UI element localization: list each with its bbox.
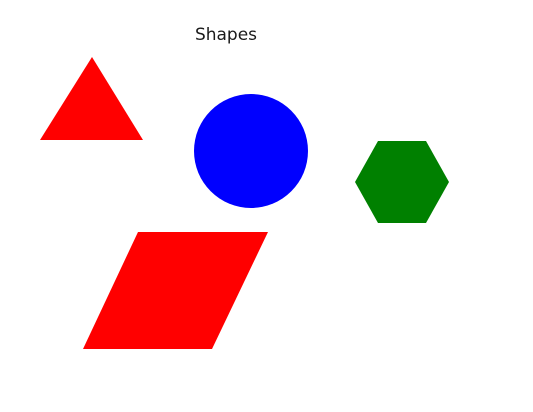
blue-circle [194, 94, 308, 208]
green-hexagon [355, 141, 449, 223]
red-triangle [40, 57, 143, 140]
red-parallelogram [83, 232, 268, 349]
figure-title: Shapes [194, 25, 258, 45]
